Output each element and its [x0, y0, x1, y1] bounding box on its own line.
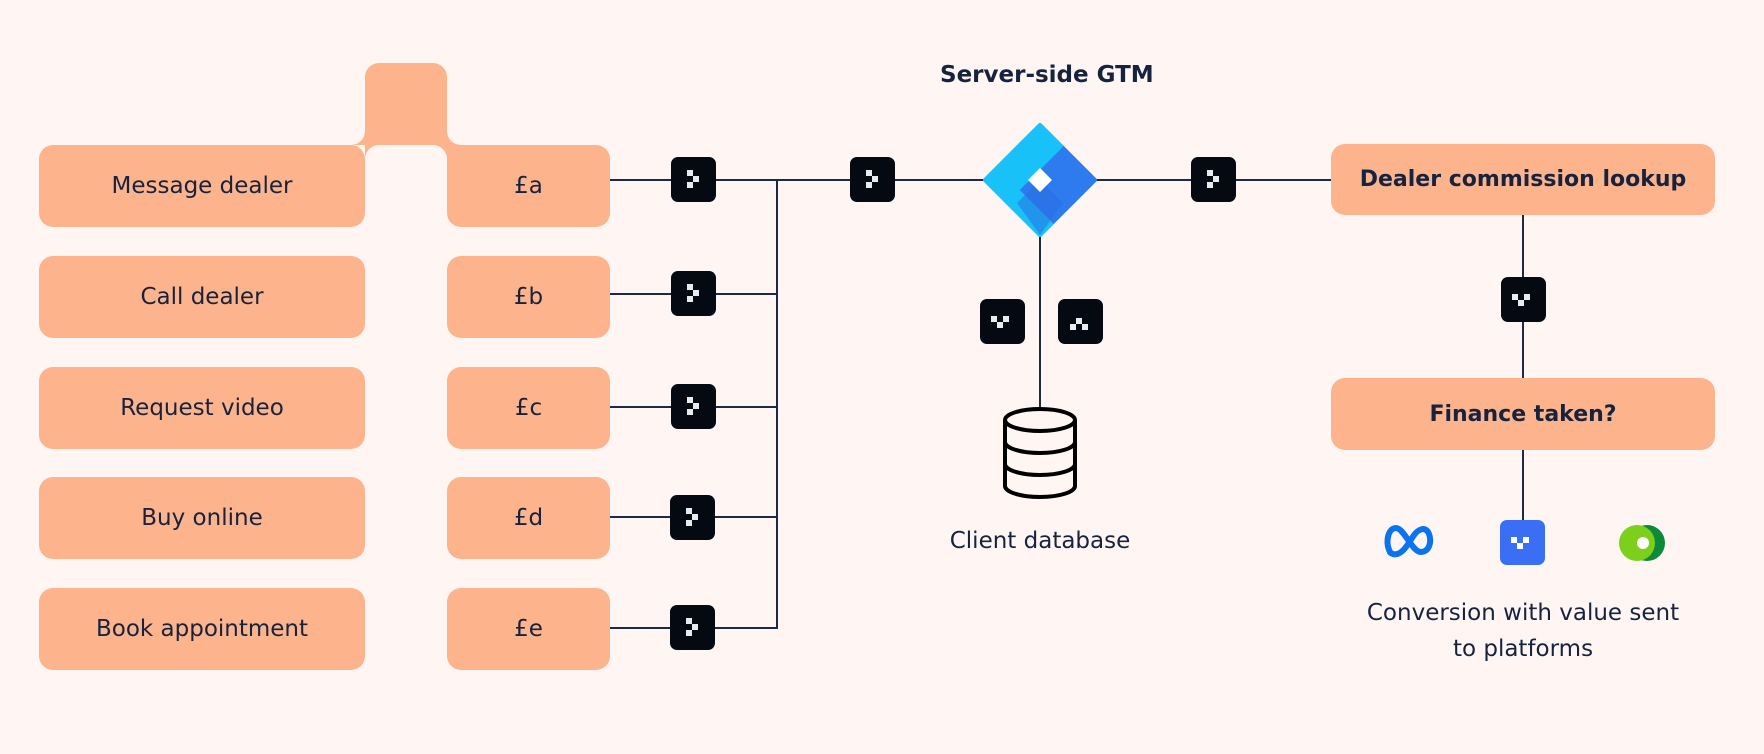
- action-box-request-video: Request video: [39, 367, 365, 449]
- value-label: £c: [514, 395, 543, 421]
- value-box-a: £a: [447, 145, 610, 227]
- action-label: Call dealer: [140, 284, 264, 310]
- arrow-right-icon: [670, 605, 715, 650]
- connector-line: [1039, 230, 1041, 410]
- fillet-right: [447, 131, 461, 145]
- database-icon: [1003, 407, 1077, 499]
- arrow-right-icon: [670, 495, 715, 540]
- arrow-right-icon: [850, 157, 895, 202]
- value-box-e: £e: [447, 588, 610, 670]
- action-box-message-dealer: Message dealer: [39, 145, 365, 227]
- finance-taken-box: Finance taken?: [1331, 378, 1715, 450]
- action-box-book-appointment: Book appointment: [39, 588, 365, 670]
- client-database-label: Client database: [949, 528, 1131, 554]
- connector-notch: [365, 145, 447, 235]
- value-box-b: £b: [447, 256, 610, 338]
- value-label: £d: [513, 505, 544, 531]
- arrow-down-icon: [980, 299, 1025, 344]
- arrow-up-icon: [1058, 299, 1103, 344]
- bus-line: [776, 179, 778, 629]
- value-label: £e: [514, 616, 543, 642]
- google-tag-manager-logo: [983, 123, 1097, 237]
- arrow-right-icon: [1191, 157, 1236, 202]
- dealer-commission-lookup-box: Dealer commission lookup: [1331, 144, 1715, 215]
- arrow-down-icon: [1501, 277, 1546, 322]
- campaign-manager-logo: [1619, 525, 1665, 561]
- connector-line: [1522, 450, 1524, 522]
- lookup-label: Dealer commission lookup: [1359, 167, 1687, 192]
- platform-download-logo: [1500, 520, 1545, 565]
- action-box-call-dealer: Call dealer: [39, 256, 365, 338]
- value-box-d: £d: [447, 477, 610, 559]
- value-box-c: £c: [447, 367, 610, 449]
- platforms-label-line1: Conversion with value sent: [1366, 600, 1680, 626]
- arrow-right-icon: [671, 271, 716, 316]
- value-label: £a: [514, 173, 543, 199]
- action-label: Message dealer: [111, 173, 293, 199]
- finance-label: Finance taken?: [1429, 401, 1617, 427]
- arrow-right-icon: [671, 157, 716, 202]
- value-label: £b: [513, 284, 544, 310]
- action-label: Buy online: [141, 505, 263, 531]
- action-label: Book appointment: [95, 616, 309, 642]
- server-side-gtm-title: Server-side GTM: [940, 62, 1154, 88]
- action-box-buy-online: Buy online: [39, 477, 365, 559]
- arrow-right-icon: [671, 384, 716, 429]
- action-label: Request video: [120, 395, 284, 421]
- fillet-left: [351, 131, 365, 145]
- meta-logo: [1384, 525, 1434, 558]
- platforms-label-line2: to platforms: [1452, 636, 1594, 662]
